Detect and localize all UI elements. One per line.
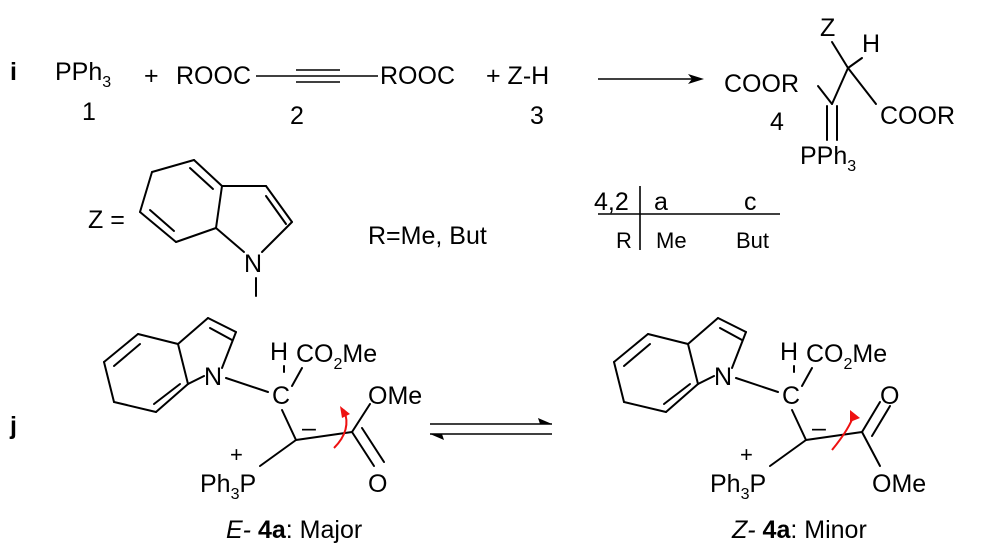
e-carbonyl-o: O xyxy=(368,470,387,498)
table-col-a: a xyxy=(654,188,668,216)
table-row-label: R xyxy=(616,228,632,253)
z-definition-label: Z = xyxy=(88,206,125,234)
triple-bond xyxy=(256,69,378,83)
e-phosphonium-plus: + xyxy=(230,442,243,467)
r-definition: R=Me, But xyxy=(368,222,487,250)
part-j-label: j xyxy=(9,412,17,440)
compound-number-1: 1 xyxy=(82,98,96,126)
product-number-4: 4 xyxy=(770,108,784,136)
equilibrium-arrows xyxy=(430,418,552,440)
product-z: Z xyxy=(820,14,835,42)
z-ome: OMe xyxy=(872,470,926,498)
product-h: H xyxy=(862,30,880,58)
table-val-a: Me xyxy=(656,228,687,253)
z-h: H xyxy=(780,338,798,366)
part-i-label: i xyxy=(10,58,17,86)
product-pph3: PPh3 xyxy=(800,142,856,175)
part-i-reaction: i PPh3 1 + ROOC ROOC 2 + Z-H 3 COOR Z H … xyxy=(10,14,955,297)
table-col-c: c xyxy=(744,188,757,216)
product-coor-left: COOR xyxy=(724,70,799,98)
product-coor-right: COOR xyxy=(880,102,955,130)
z-carbon-c: C xyxy=(782,382,800,410)
e-co2me: CO2Me xyxy=(296,340,377,373)
e-carbon-c: C xyxy=(272,382,290,410)
compound-number-2: 2 xyxy=(290,102,304,130)
e-ph3p: Ph3P xyxy=(200,470,256,503)
z-phosphonium-plus: + xyxy=(740,442,753,467)
rooc-right: ROOC xyxy=(380,62,455,90)
e-isomer-structure: N H CO2Me C – + Ph3P OMe O xyxy=(103,317,422,503)
compound-number-3: 3 xyxy=(530,102,544,130)
indole-n: N xyxy=(244,250,262,278)
reaction-arrow xyxy=(598,74,704,84)
plus-sign: + xyxy=(144,62,159,90)
table-head: 4,2 xyxy=(594,188,629,216)
substituent-table: 4,2 a c R Me But xyxy=(594,186,780,253)
product-4: COOR Z H COOR 4 PPh3 xyxy=(724,14,955,175)
e-h: H xyxy=(270,338,288,366)
e-carbanion-minus: – xyxy=(302,414,316,442)
e-indole-n: N xyxy=(204,363,222,391)
z-carbonyl-o: O xyxy=(880,382,899,410)
pph3-reagent: PPh3 xyxy=(55,58,111,91)
z-isomer-structure: N H CO2Me C – + Ph3P O OMe xyxy=(613,317,926,503)
rooc-left: ROOC xyxy=(176,62,251,90)
e-ome: OMe xyxy=(368,382,422,410)
z-h-reagent: + Z-H xyxy=(486,62,549,90)
e-isomer-caption: E- 4a: Major xyxy=(226,516,362,544)
z-indole-n: N xyxy=(714,363,732,391)
indole-structure-z: N xyxy=(139,159,293,297)
z-carbanion-minus: – xyxy=(812,414,826,442)
table-val-c: But xyxy=(736,228,769,253)
z-co2me: CO2Me xyxy=(806,340,887,373)
z-ph3p: Ph3P xyxy=(710,470,766,503)
z-isomer-caption: Z- 4a: Minor xyxy=(731,516,867,544)
